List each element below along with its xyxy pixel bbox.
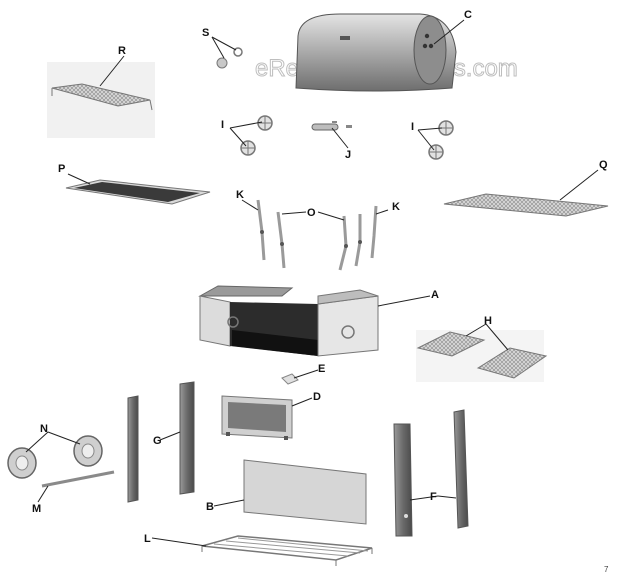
callout-F: F [430, 491, 437, 503]
callout-Q: Q [599, 159, 608, 171]
part-firebox [198, 285, 379, 357]
part-hardware-clip [281, 373, 299, 385]
callout-O: O [307, 207, 316, 219]
part-front-panel [243, 459, 367, 525]
part-brackets [256, 199, 378, 271]
callout-E: E [318, 363, 325, 375]
callout-I-right: I [411, 121, 414, 133]
part-axle [41, 470, 115, 488]
page-number: 7 [604, 565, 609, 574]
part-lid-handle [311, 121, 352, 131]
part-control-knobs-left [240, 115, 273, 156]
callout-I-left: I [221, 119, 224, 131]
part-right-legs [393, 409, 469, 537]
callout-C: C [464, 9, 472, 21]
part-wheels [7, 435, 103, 479]
part-door-panel [221, 395, 293, 440]
part-bottom-shelf [201, 535, 373, 566]
callout-S: S [202, 27, 209, 39]
callout-K-right: K [392, 201, 400, 213]
callout-P: P [58, 163, 65, 175]
callout-M: M [32, 503, 41, 515]
callout-J: J [345, 149, 351, 161]
part-left-legs [127, 381, 195, 503]
part-warming-rack [47, 62, 155, 138]
callout-G: G [153, 435, 162, 447]
callout-N: N [40, 423, 48, 435]
part-lid [295, 13, 457, 92]
callout-K-left: K [236, 189, 244, 201]
callout-H: H [484, 315, 492, 327]
part-side-grates [416, 330, 548, 382]
leader-lines [25, 19, 599, 547]
callout-R: R [118, 45, 126, 57]
callout-B: B [206, 501, 214, 513]
callout-D: D [313, 391, 321, 403]
part-cooking-grate [443, 193, 609, 217]
part-handle-hardware [216, 47, 243, 69]
part-control-knobs-right [428, 120, 454, 160]
callout-L: L [144, 533, 151, 545]
callout-labels: R S C I J I P Q K O K A H E D N G F M B … [32, 9, 608, 545]
part-charcoal-pan [65, 179, 211, 205]
callout-A: A [431, 289, 439, 301]
